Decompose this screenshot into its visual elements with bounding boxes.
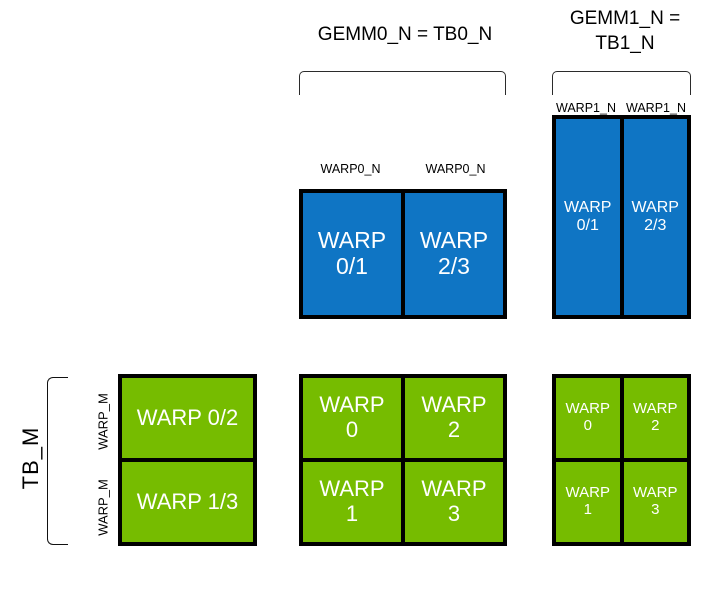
- gemm1-blue-tile-block: WARP 0/1 WARP 2/3: [552, 115, 691, 319]
- green-cell: WARP 0: [556, 378, 620, 458]
- green-cell: WARP 0/2: [122, 378, 253, 458]
- gemm1-green-warp-block: WARP 0 WARP 2 WARP 1 WARP 3: [552, 374, 691, 546]
- warp-m-label-top: WARP_M: [95, 393, 111, 450]
- tbm-green-tile-block: WARP 0/2 WARP 1/3: [118, 374, 257, 546]
- gemm1-span-bracket: [552, 71, 691, 95]
- green-cell: WARP 3: [405, 462, 503, 542]
- gemm0-blue-tile-block: WARP 0/1 WARP 2/3: [299, 189, 507, 319]
- warp-m-label-bottom: WARP_M: [95, 479, 111, 536]
- caption-warp1-n-left: WARP1_N: [556, 101, 616, 115]
- green-cell: WARP 3: [623, 462, 687, 542]
- green-cell: WARP 1: [303, 462, 401, 542]
- caption-warp0-n-right: WARP0_N: [425, 162, 486, 176]
- green-cell: WARP 0: [303, 378, 401, 458]
- caption-warp1-n-right: WARP1_N: [626, 101, 686, 115]
- gemm0-green-warp-block: WARP 0 WARP 2 WARP 1 WARP 3: [299, 374, 507, 546]
- green-cell: WARP 1/3: [122, 462, 253, 542]
- gemm1-n-title: GEMM1_N = TB1_N: [569, 8, 681, 54]
- blue-cell: WARP 0/1: [303, 193, 401, 315]
- blue-cell: WARP 2/3: [623, 119, 687, 315]
- gemm0-span-bracket: [299, 71, 506, 95]
- green-cell: WARP 1: [556, 462, 620, 542]
- tb-m-bracket: [47, 377, 68, 545]
- tb-m-label: TB_M: [18, 426, 43, 490]
- green-cell: WARP 2: [405, 378, 503, 458]
- caption-warp0-n-left: WARP0_N: [320, 162, 381, 176]
- blue-cell: WARP 0/1: [556, 119, 620, 315]
- blue-cell: WARP 2/3: [405, 193, 503, 315]
- gemm0-n-title: GEMM0_N = TB0_N: [317, 24, 493, 45]
- green-cell: WARP 2: [623, 378, 687, 458]
